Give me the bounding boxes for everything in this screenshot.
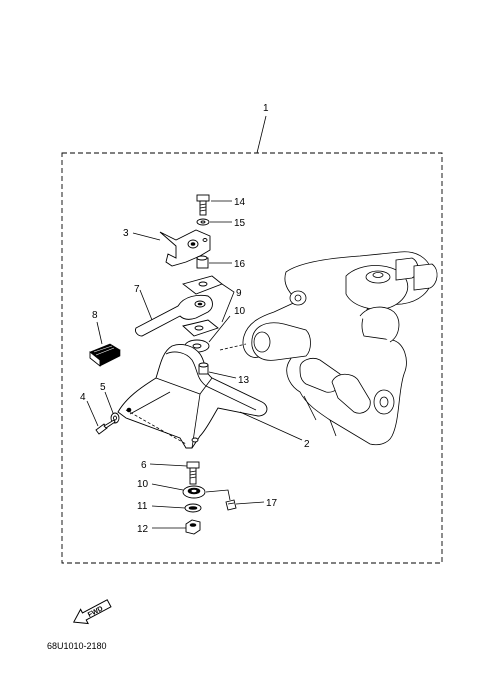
callout-16: 16 — [234, 259, 246, 270]
assembly-boundary — [61, 152, 443, 564]
part-9-plate-upper — [182, 275, 223, 295]
callout-6: 6 — [141, 460, 147, 471]
callout-17: 17 — [266, 498, 278, 509]
part-4-screw — [95, 419, 116, 435]
part-16-nut — [196, 255, 209, 269]
drawing-code: 68U1010-2180 — [47, 641, 107, 651]
callout-12: 12 — [137, 524, 149, 535]
part-12-nut — [185, 519, 201, 535]
part-7-lever — [135, 294, 213, 337]
part-14-bolt — [196, 194, 210, 216]
part-2-bracket — [117, 343, 268, 449]
part-8-pad — [89, 343, 121, 367]
fwd-label: FWD — [87, 605, 104, 619]
part-6-bolt — [186, 461, 200, 485]
engine-mount-outline — [242, 251, 438, 446]
callout-5: 5 — [100, 382, 106, 393]
callout-11: 11 — [137, 501, 148, 512]
callout-10-lower: 10 — [137, 479, 149, 490]
callout-10-upper: 10 — [234, 306, 246, 317]
callout-14: 14 — [234, 197, 246, 208]
callout-2: 2 — [304, 439, 310, 450]
callout-1: 1 — [263, 103, 269, 114]
part-9-plate-lower — [182, 319, 219, 337]
callout-13: 13 — [238, 375, 250, 386]
part-17-clip — [225, 499, 237, 511]
fwd-arrow-icon: FWD — [72, 599, 112, 625]
callout-3: 3 — [123, 228, 129, 239]
part-10-grommet-lower — [182, 485, 206, 499]
part-13-collar — [198, 362, 209, 375]
callout-9: 9 — [236, 288, 242, 299]
callout-4: 4 — [80, 392, 86, 403]
callout-8: 8 — [92, 310, 98, 321]
callout-7: 7 — [134, 284, 140, 295]
callout-15: 15 — [234, 218, 246, 229]
